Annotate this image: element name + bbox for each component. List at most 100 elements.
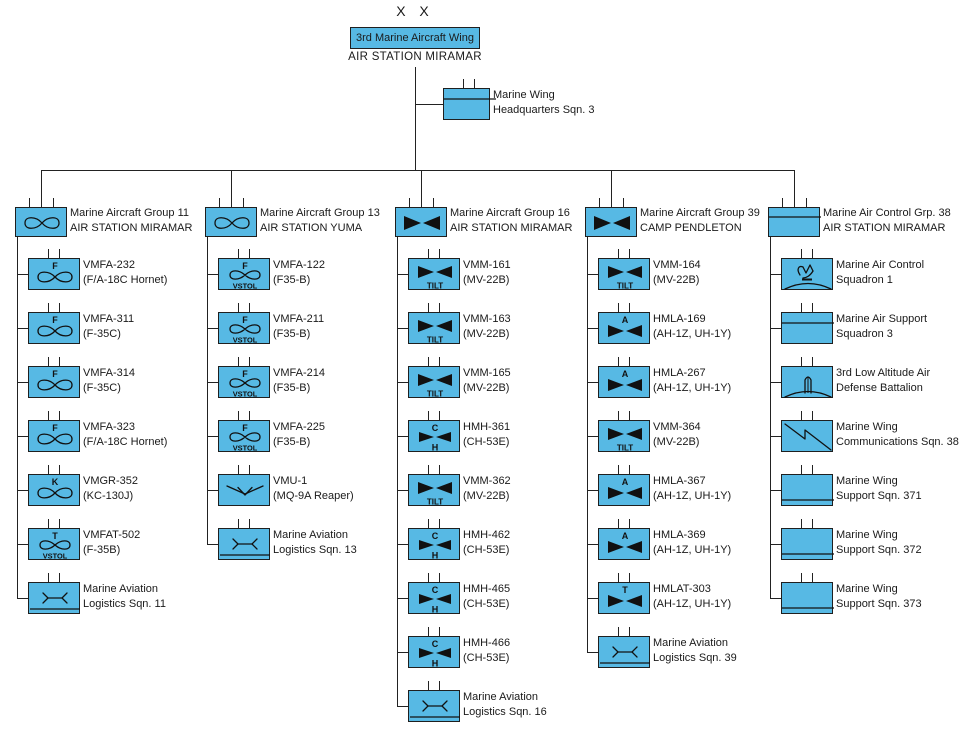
unit-name: HMLA-267 [653, 367, 706, 379]
echelon-ticks [48, 411, 49, 420]
echelon-ticks [618, 519, 619, 528]
rotary-icon: A [608, 369, 642, 391]
node-marine-air-control [781, 258, 833, 290]
unit-subtitle: (CH-53E) [463, 598, 510, 610]
unit-subtitle: (F/A-18C Hornet) [83, 274, 168, 286]
unit-label: VMU-1(MQ-9A Reaper) [273, 474, 354, 504]
unit-name: VMM-364 [653, 421, 701, 433]
support-icon [782, 499, 834, 501]
unit-name: Marine Wing [836, 529, 898, 541]
unit-symbol: F [29, 367, 79, 397]
unit-label: VMFA-323(F/A-18C Hornet) [83, 420, 167, 450]
unit-stub-line [397, 490, 408, 491]
unit-name: HMH-466 [463, 637, 511, 649]
echelon-ticks [439, 573, 440, 582]
node-hmla-367: A [598, 474, 650, 506]
unit-stub-line [397, 274, 408, 275]
unit-name: Marine Air Support [836, 313, 928, 325]
unit-symbol: K [29, 475, 79, 505]
node-vmfa-311: F [28, 312, 80, 344]
node-marine-wing [781, 420, 833, 452]
unit-name: Marine Air Control [836, 259, 925, 271]
unit-subtitle: (F-35C) [83, 382, 121, 394]
svg-text:C: C [432, 585, 439, 595]
echelon-ticks [812, 303, 813, 312]
unit-subtitle: (CH-53E) [463, 544, 510, 556]
unit-subtitle: (AH-1Z, UH-1Y) [653, 382, 732, 394]
unit-symbol: TILT [409, 475, 459, 507]
echelon-ticks [59, 303, 60, 312]
hq-bar-top-icon [782, 322, 834, 324]
unit-symbol: A [599, 367, 649, 397]
node-marine-wing [781, 528, 834, 560]
unit-label: VMGR-352(KC-130J) [83, 474, 138, 504]
node-marine-aircraft-group-16 [395, 207, 447, 237]
unit-name: Marine Aircraft Group 11 [70, 207, 190, 219]
svg-text:TILT: TILT [427, 498, 443, 507]
unit-subtitle: Logistics Sqn. 13 [273, 544, 357, 556]
svg-text:VSTOL: VSTOL [233, 282, 258, 291]
fixed-wing-icon [214, 217, 250, 229]
unit-subtitle: AIR STATION MIRAMAR [70, 222, 193, 234]
unit-subtitle: Logistics Sqn. 39 [653, 652, 737, 664]
unit-stub-line [770, 436, 781, 437]
unit-subtitle: Squadron 3 [836, 328, 893, 340]
unit-subtitle: AIR STATION YUMA [260, 222, 363, 234]
echelon-ticks [409, 198, 410, 207]
echelon-ticks [231, 198, 232, 207]
rotary-icon: CH [419, 423, 451, 453]
svg-text:F: F [242, 423, 248, 433]
echelon-ticks [801, 519, 802, 528]
unit-stub-line [397, 382, 408, 383]
unit-name: Marine Aircraft Group 16 [450, 207, 570, 219]
unit-subtitle: AIR STATION MIRAMAR [450, 222, 573, 234]
unit-stub-line [207, 328, 218, 329]
node-marine-wing [443, 88, 496, 120]
svg-text:K: K [52, 477, 59, 487]
unit-stub-line [587, 274, 598, 275]
unit-name: VMFA-225 [273, 421, 325, 433]
echelon-ticks [463, 79, 464, 88]
unit-symbol [219, 529, 270, 559]
svg-text:H: H [432, 551, 439, 561]
svg-text:T: T [622, 585, 628, 595]
unit-subtitle: Squadron 1 [836, 274, 893, 286]
unit-stub-line [17, 436, 28, 437]
node-vmm-362: TILT [408, 474, 460, 507]
unit-stub-line [17, 490, 28, 491]
node-marine-wing [781, 582, 834, 614]
echelon-ticks [812, 249, 813, 258]
unit-label: VMM-161(MV-22B) [463, 258, 511, 288]
rotary-icon: A [608, 531, 642, 553]
unit-name: Marine Aviation [463, 691, 539, 703]
unit-subtitle: Support Sqn. 373 [836, 598, 922, 610]
echelon-ticks [59, 411, 60, 420]
echelon-ticks [782, 198, 783, 207]
echelon-ticks [238, 411, 239, 420]
echelon-ticks [238, 249, 239, 258]
unit-name: VMFA-232 [83, 259, 135, 271]
echelon-ticks [801, 303, 802, 312]
maintenance-icon [220, 538, 270, 556]
unit-subtitle: (KC-130J) [83, 490, 134, 502]
group-branch-line [207, 237, 208, 544]
node-vmm-161: TILT [408, 258, 460, 291]
echelon-ticks [618, 303, 619, 312]
svg-text:C: C [432, 531, 439, 541]
unit-subtitle: (MV-22B) [463, 328, 510, 340]
unit-stub-line [770, 490, 781, 491]
